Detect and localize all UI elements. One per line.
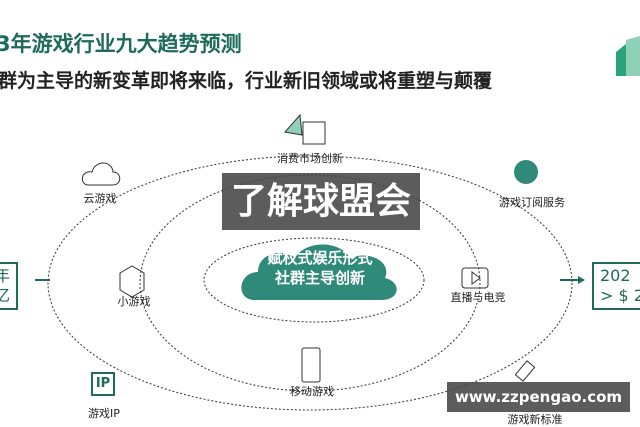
- page-subtitle: 群为主导的新变革即将来临，行业新旧领域或将重塑与颠覆: [0, 70, 493, 92]
- lego-block-icon: [119, 265, 145, 298]
- label-consumer-innovation: 消费市场创新: [277, 152, 343, 165]
- center-line2: 社群主导创新: [274, 269, 366, 287]
- ip-icon: IP: [91, 372, 115, 396]
- label-live-esports: 直播与电竞: [450, 291, 506, 304]
- inner-ring: [203, 237, 425, 323]
- label-subscription: 游戏订阅服务: [499, 196, 565, 209]
- label-mini-games: 小游戏: [117, 295, 151, 308]
- left-box-line2: 亿: [0, 286, 11, 305]
- phone-icon: [301, 347, 321, 383]
- outer-ring: [47, 155, 573, 411]
- right-box-line1: 202: [600, 266, 631, 285]
- left-stat-box: 年 亿: [0, 262, 19, 310]
- label-cloud-gaming: 云游戏: [83, 192, 117, 205]
- center-cloud: [241, 244, 397, 300]
- page-title: 3年游戏行业九大趋势预测: [0, 32, 242, 56]
- right-stat-box: 202 > $ 20: [592, 262, 640, 310]
- label-new-standard: 游戏新标准: [507, 413, 563, 426]
- left-box-line1: 年: [0, 266, 11, 285]
- watermark-url: www.zzpengao.com: [447, 382, 630, 412]
- label-mobile-games: 移动游戏: [290, 385, 334, 398]
- label-game-ip: 游戏IP: [88, 407, 120, 420]
- center-line1: 赋权式娱乐形式: [267, 249, 373, 267]
- center-text: 赋权式娱乐形式 社群主导创新: [267, 248, 372, 288]
- middle-ring: [139, 174, 481, 392]
- logo-icon: [616, 36, 640, 76]
- gavel-icon: [514, 360, 536, 382]
- right-box-line2: > $ 20: [600, 286, 640, 305]
- watermark-banner: 了解球盟会: [222, 173, 420, 230]
- tv-play-icon: [461, 267, 489, 289]
- cloud-game-icon: [82, 162, 121, 186]
- globe-icon: [514, 160, 538, 184]
- cube-box-icon: [284, 113, 326, 145]
